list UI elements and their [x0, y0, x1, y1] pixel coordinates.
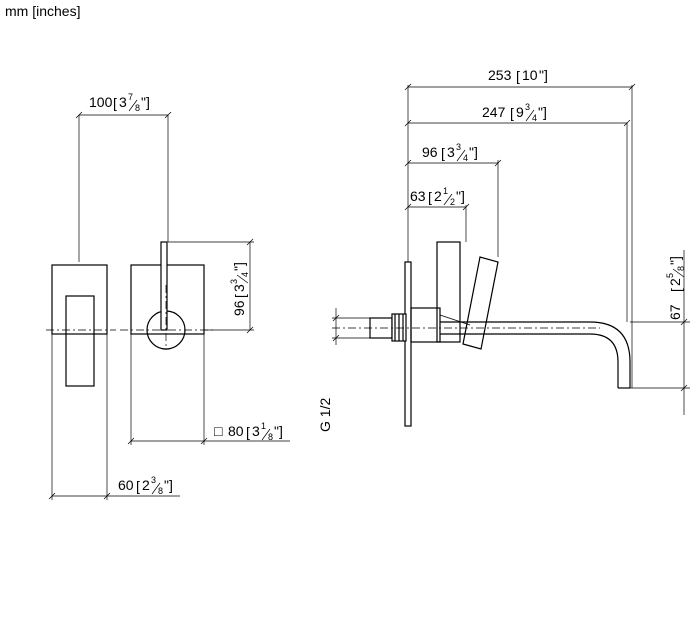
dim-plate-square: □ 80 [ 3 1 8 "] — [127, 421, 290, 445]
svg-text:9: 9 — [516, 104, 524, 120]
dim-lever-height-mm: 96 — [231, 300, 247, 316]
svg-text:3: 3 — [525, 102, 530, 112]
side-handle-block — [65, 295, 95, 387]
svg-text:8: 8 — [158, 486, 163, 496]
svg-text:4: 4 — [463, 153, 468, 163]
svg-text:3: 3 — [151, 475, 156, 485]
units-label: mm [inches] — [5, 3, 81, 19]
svg-text:[: [ — [441, 145, 445, 161]
svg-text:"]: "] — [469, 144, 478, 160]
svg-text:[: [ — [246, 424, 250, 440]
dim-spout-projection: 247 [ 9 3 4 "] — [404, 102, 631, 127]
svg-text:[: [ — [510, 105, 514, 121]
svg-text:8: 8 — [268, 432, 273, 442]
dim-overall-mm: 253 — [488, 67, 512, 83]
svg-text:5: 5 — [665, 273, 675, 278]
spout-bottom-edge — [440, 333, 619, 388]
wall-plate — [404, 261, 412, 427]
svg-text:2: 2 — [142, 477, 150, 493]
svg-text:2: 2 — [450, 197, 455, 207]
svg-text:"]: "] — [539, 67, 548, 83]
svg-text:3: 3 — [252, 423, 260, 439]
svg-text:2: 2 — [667, 278, 683, 286]
svg-text:"]: "] — [231, 262, 247, 271]
dim-thread: G 1/2 — [317, 308, 340, 432]
svg-text:[: [ — [428, 189, 432, 205]
svg-text:8: 8 — [676, 266, 686, 271]
svg-text:"]: "] — [667, 256, 683, 265]
dim-spout-drop-mm: 67 — [667, 304, 683, 320]
svg-text:7: 7 — [128, 92, 133, 102]
dim-spout-drop: 67 [ 2 5 8 "] — [665, 250, 688, 415]
spout-top-edge — [440, 321, 631, 388]
front-view — [78, 115, 254, 445]
svg-text:"]: "] — [538, 104, 547, 120]
thread-label: G 1/2 — [317, 398, 333, 432]
dim-handle-reach: 63 [ 2 1 2 "] — [404, 186, 470, 211]
svg-text:"]: "] — [141, 94, 150, 110]
dim-overall-inch: 10 — [522, 67, 538, 83]
svg-text:4: 4 — [240, 272, 250, 277]
dim-plate-square-mm: 80 — [228, 423, 244, 439]
dim-side-depth: 60 [ 2 3 8 "] — [48, 475, 180, 500]
dim-spout-mm: 247 — [482, 104, 506, 120]
dim-lever-reach-mm: 96 — [422, 144, 438, 160]
svg-text:4: 4 — [532, 113, 537, 123]
valve-body — [410, 307, 441, 343]
svg-text:[: [ — [113, 95, 117, 111]
svg-text:[: [ — [232, 294, 248, 298]
svg-text:"]: "] — [274, 423, 283, 439]
svg-text:"]: "] — [456, 188, 465, 204]
handle-block — [436, 241, 461, 343]
dim-side-depth-mm: 60 — [118, 477, 134, 493]
svg-text:1: 1 — [443, 186, 448, 196]
svg-text:3: 3 — [119, 94, 127, 110]
svg-text:3: 3 — [229, 279, 239, 284]
dim-overall-projection: 253 [ 10 "] — [404, 67, 636, 91]
svg-text:[: [ — [668, 288, 684, 292]
side-profile-view — [46, 264, 116, 500]
dim-front-width-mm: 100 — [89, 94, 113, 110]
dim-lever-reach: 96 [ 3 3 4 "] — [404, 142, 502, 167]
dim-handle-reach-mm: 63 — [410, 188, 426, 204]
svg-text:3: 3 — [231, 284, 247, 292]
dim-front-width: 100 [ 3 7 8 "] — [75, 92, 172, 119]
svg-text:8: 8 — [135, 103, 140, 113]
dim-plate-square-symbol: □ — [214, 423, 223, 439]
side-plate-outline — [51, 264, 108, 335]
svg-text:1: 1 — [261, 421, 266, 431]
svg-text:3: 3 — [447, 144, 455, 160]
svg-text:[: [ — [516, 68, 520, 84]
side-elevation-view — [332, 85, 690, 427]
svg-text:"]: "] — [164, 477, 173, 493]
svg-text:[: [ — [136, 478, 140, 494]
tilted-lever — [462, 256, 499, 350]
svg-text:3: 3 — [456, 142, 461, 152]
svg-text:2: 2 — [434, 188, 442, 204]
dim-lever-height: 96 [ 3 3 4 "] — [229, 238, 254, 334]
